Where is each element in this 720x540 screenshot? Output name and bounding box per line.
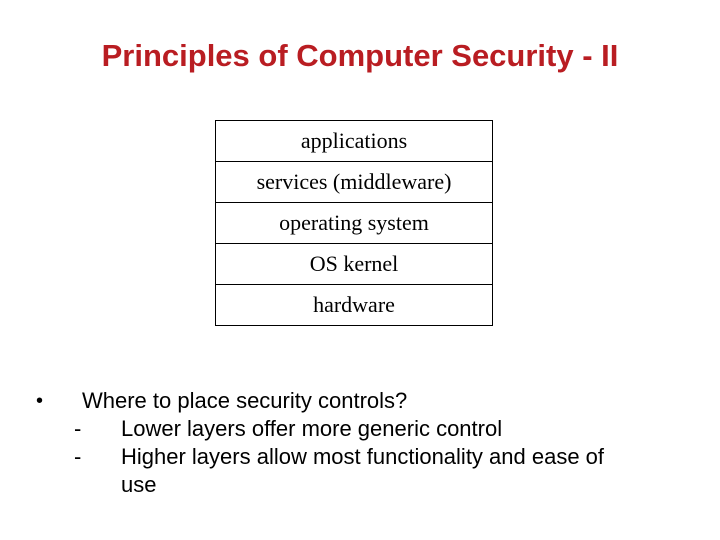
layer-row-operating-system: operating system xyxy=(216,203,492,244)
layer-row-hardware: hardware xyxy=(313,292,395,317)
layer-row-applications: applications xyxy=(216,121,492,162)
dash-icon: - xyxy=(74,444,82,469)
layer-stack-diagram: applications services (middleware) opera… xyxy=(215,120,493,326)
layer-row-os-kernel: OS kernel xyxy=(216,244,492,285)
dash-icon: - xyxy=(74,416,82,441)
sub-bullet-higher-layers: Higher layers allow most functionality a… xyxy=(121,444,605,497)
sub-bullet-lower-layers: Lower layers offer more generic control xyxy=(121,416,503,441)
slide-title: Principles of Computer Security - II xyxy=(101,38,619,73)
bullet-dot-icon: • xyxy=(36,390,44,412)
bullet-item-where-to-place: Where to place security controls? xyxy=(82,388,408,413)
layer-row-services-middleware: services (middleware) xyxy=(216,162,492,203)
